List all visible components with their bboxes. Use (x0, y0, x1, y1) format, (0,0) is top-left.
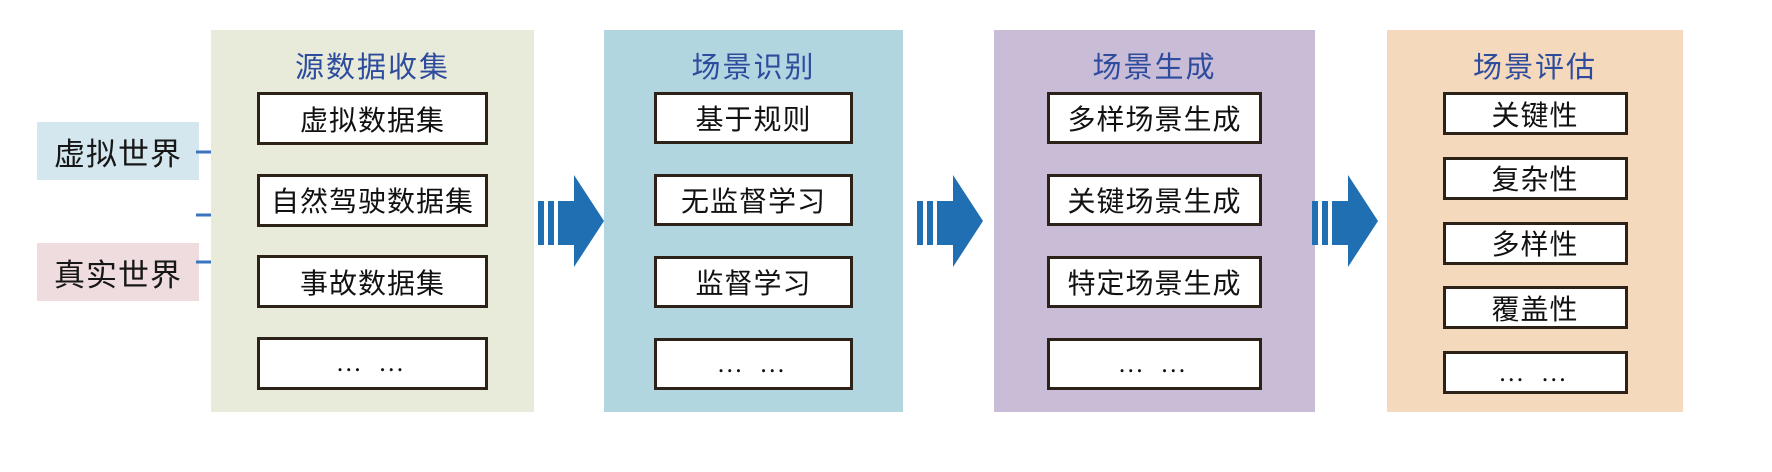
stage-item-box[interactable]: 多样性 (1442, 221, 1628, 265)
stage-item-box[interactable]: 覆盖性 (1442, 286, 1628, 330)
stage-panel-scenario-evaluation: 场景评估 关键性 复杂性 多样性 覆盖性 … … (1387, 30, 1683, 412)
stage-title-source-data-collection: 源数据收集 (294, 52, 450, 84)
stage-item-box[interactable]: 监督学习 (654, 256, 853, 308)
stage-item-box-ellipsis[interactable]: … … (654, 338, 853, 390)
stage-item-box[interactable]: 复杂性 (1442, 156, 1628, 200)
stage-panel-scenario-generation: 场景生成 多样场景生成 关键场景生成 特定场景生成 … … (994, 30, 1315, 412)
stage-item-box-ellipsis[interactable]: … … (257, 336, 488, 390)
stage-panel-scenario-identification: 场景识别 基于规则 无监督学习 监督学习 … … (604, 30, 903, 412)
stage-item-list-scenario-identification: 基于规则 无监督学习 监督学习 … … (604, 92, 903, 398)
input-label-virtual-world: 虚拟世界 (37, 122, 199, 180)
input-label-virtual-world-text: 虚拟世界 (54, 136, 182, 172)
stage-item-list-scenario-generation: 多样场景生成 关键场景生成 特定场景生成 … … (994, 92, 1315, 398)
stage-item-box-ellipsis[interactable]: … … (1047, 338, 1262, 390)
stage-item-box-ellipsis[interactable]: … … (1442, 351, 1628, 394)
input-label-real-world: 真实世界 (37, 243, 199, 301)
stage-panel-source-data-collection: 源数据收集 虚拟数据集 自然驾驶数据集 事故数据集 … … (211, 30, 534, 412)
stage-item-box[interactable]: 关键场景生成 (1047, 174, 1262, 226)
stage-item-box[interactable]: 虚拟数据集 (257, 92, 488, 145)
stage-title-scenario-evaluation: 场景评估 (1472, 52, 1597, 84)
stage-item-list-source-data-collection: 虚拟数据集 自然驾驶数据集 事故数据集 … … (211, 92, 534, 398)
stage-item-box[interactable]: 自然驾驶数据集 (257, 173, 488, 227)
block-arrow-right-icon (917, 175, 983, 267)
stage-item-box[interactable]: 特定场景生成 (1047, 256, 1262, 308)
stage-title-scenario-identification: 场景识别 (691, 52, 816, 84)
stage-item-box[interactable]: 事故数据集 (257, 255, 488, 309)
stage-item-box[interactable]: 关键性 (1442, 92, 1628, 135)
stage-item-list-scenario-evaluation: 关键性 复杂性 多样性 覆盖性 … … (1387, 92, 1683, 398)
stage-item-box[interactable]: 多样场景生成 (1047, 92, 1262, 144)
stage-title-scenario-generation: 场景生成 (1092, 52, 1217, 84)
stage-item-box[interactable]: 无监督学习 (654, 174, 853, 226)
block-arrow-right-icon (1312, 175, 1378, 267)
stage-item-box[interactable]: 基于规则 (654, 92, 853, 144)
input-label-real-world-text: 真实世界 (54, 257, 182, 293)
block-arrow-right-icon (538, 175, 604, 267)
